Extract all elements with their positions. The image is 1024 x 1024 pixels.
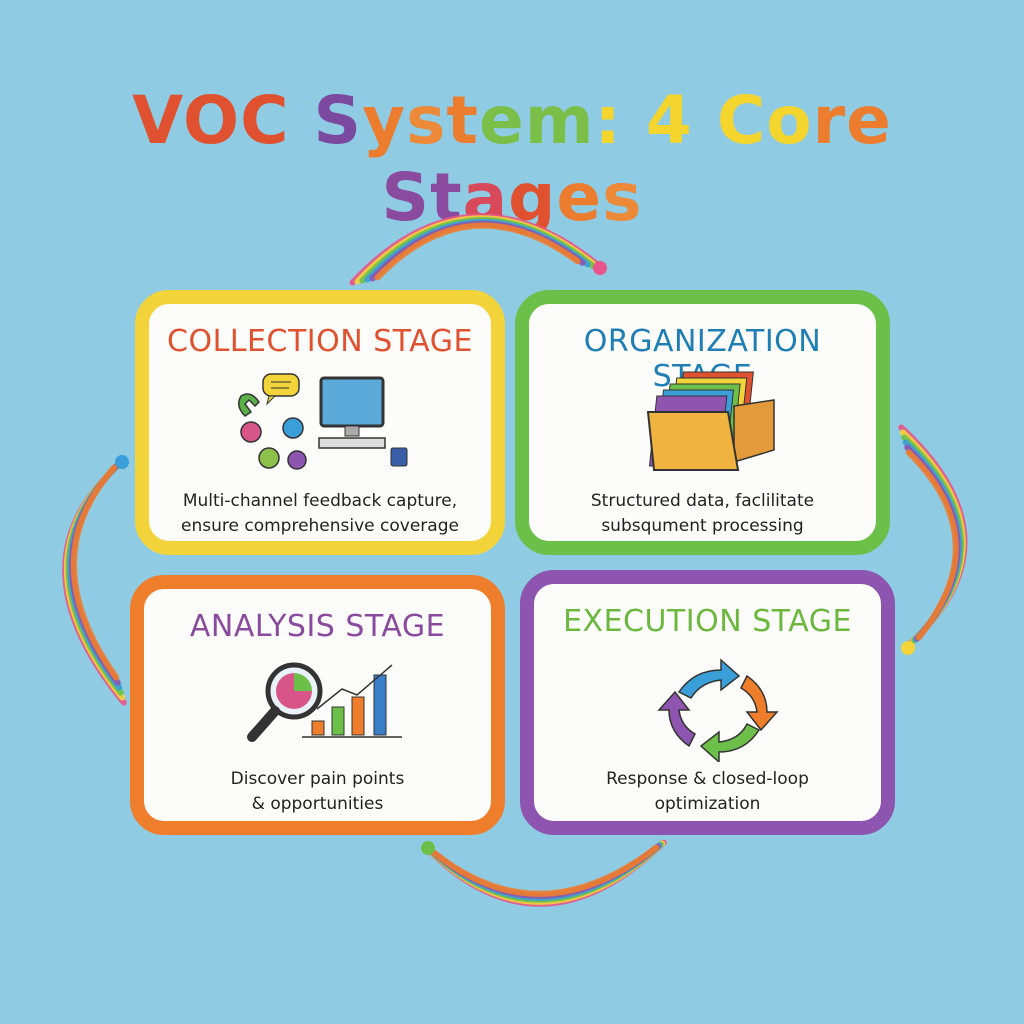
stage-description-line: Discover pain points	[230, 769, 405, 789]
magnifier-chart-icon	[247, 662, 402, 742]
execution-stage-card: EXECUTION STAGE Response & closed-loop o…	[520, 570, 895, 835]
rainbow-arrow-stroke	[374, 222, 581, 281]
file-folder-icon	[646, 371, 775, 471]
stage-description-line: optimization	[654, 794, 761, 814]
rainbow-arrow-stroke	[905, 449, 959, 641]
channels-computer-icon	[238, 373, 408, 470]
page-title: VOC System: 4 Core Stages	[132, 82, 892, 236]
arrow-head-icon	[593, 261, 607, 275]
arrow-head-icon	[421, 841, 435, 855]
analysis-stage-card: ANALYSIS STAGE Discover pain points & op…	[130, 575, 505, 835]
stage-title: ANALYSIS STAGE	[189, 609, 446, 644]
arrow-head-icon	[901, 641, 915, 655]
stage-description-line: Multi-channel feedback capture,	[182, 491, 458, 511]
arrow-head-icon	[115, 455, 129, 469]
stage-description-line: subsqument processing	[601, 516, 804, 536]
rainbow-arrow-stroke	[70, 464, 120, 681]
stage-description-line: & opportunities	[251, 794, 384, 814]
stage-title: COLLECTION STAGE	[167, 324, 473, 359]
stage-description-line: Structured data, faclilitate	[590, 491, 815, 511]
rainbow-arrow-stroke	[430, 844, 660, 897]
stage-description-line: ensure comprehensive coverage	[181, 516, 459, 536]
organization-stage-card: ORGANIZATION STAGE Structured data, facl…	[515, 290, 890, 555]
stage-title: EXECUTION STAGE	[563, 604, 852, 639]
collection-stage-card: COLLECTION STAGE Multi-channel feedback …	[135, 290, 505, 555]
stage-description-line: Response & closed-loop	[606, 769, 809, 789]
cycle-arrows-icon	[657, 658, 779, 762]
